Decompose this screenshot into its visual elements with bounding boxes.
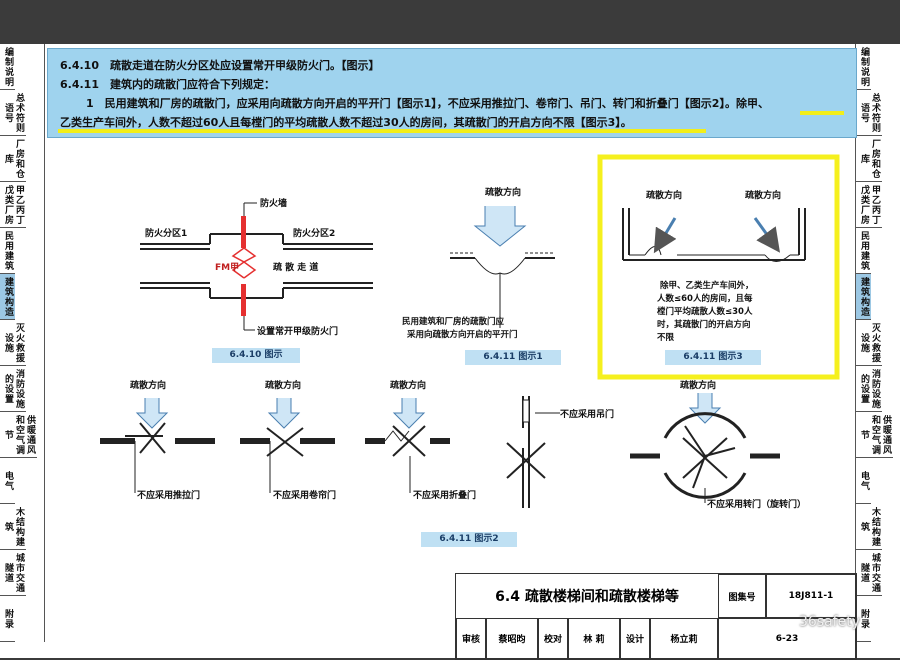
fig3-note-2: 人数≤60人的房间，且每 — [657, 294, 753, 304]
title-block: 6.4 疏散楼梯间和疏散楼梯等 图集号 18J811-1 审核 蔡昭昀 校对 林… — [455, 573, 857, 660]
highlight-underline-short — [800, 111, 844, 115]
fig-6-4-10-drawing — [140, 202, 373, 331]
firewall-label: 防火墙 — [260, 199, 288, 209]
no-folding-door-label: 不应采用折叠门 — [413, 491, 477, 501]
design-label: 设计 — [620, 618, 650, 659]
zone2-label: 防火分区2 — [293, 229, 336, 239]
corridor-label: 疏 散 走 道 — [273, 263, 319, 273]
fig3-direction-left: 疏散方向 — [646, 191, 683, 201]
watermark-logo: 36safety — [798, 614, 860, 630]
tab-1[interactable]: 总术符则语号 — [856, 90, 882, 136]
left-tab-column: 编制说明总术符则语号厂房和仓库甲乙丙丁戊类厂房民用建筑建筑构造灭火救援设施消防设… — [0, 44, 45, 642]
tab-2[interactable]: 厂房和仓库 — [0, 136, 26, 182]
zone1-label: 防火分区1 — [145, 229, 188, 239]
tab-3[interactable]: 甲乙丙丁戊类厂房 — [856, 182, 882, 228]
tab-8[interactable]: 供暖通风和空气调节 — [0, 412, 37, 458]
tab-11[interactable]: 城市交通隧道 — [0, 550, 26, 596]
fig4-dir-3: 疏散方向 — [390, 381, 427, 391]
clause-6-4-11-item1: 1 民用建筑和厂房的疏散门，应采用向疏散方向开启的平开门【图示1】，不应采用推拉… — [86, 97, 769, 110]
drawing-title: 6.4 疏散楼梯间和疏散楼梯等 — [456, 574, 719, 619]
tab-5[interactable]: 建筑构造 — [856, 274, 871, 320]
fig3-note-1: 除甲、乙类生产车间外， — [660, 281, 754, 291]
reviewer-name: 蔡昭昀 — [486, 618, 538, 659]
tab-10[interactable]: 木结构建筑 — [0, 504, 26, 550]
atlas-no: 18J811-1 — [766, 574, 856, 618]
checker-name: 林 莉 — [568, 618, 620, 659]
fig2-note-2: 采用向疏散方向开启的平开门 — [407, 330, 518, 340]
tab-10[interactable]: 木结构建筑 — [856, 504, 882, 550]
no-revolving-door-label: 不应采用转门（旋转门） — [707, 500, 807, 510]
review-label: 审核 — [456, 618, 486, 659]
fig-6-4-11-2-caption: 6.4.11 图示2 — [421, 532, 517, 547]
no-sliding-door-label: 不应采用推拉门 — [137, 491, 201, 501]
fig-3-highlight-frame — [597, 154, 840, 380]
fig-6-4-11-2-drawing — [100, 393, 780, 508]
tab-7[interactable]: 消防设施的设置 — [0, 366, 26, 412]
fig3-direction-right: 疏散方向 — [745, 191, 782, 201]
fig2-note-1: 民用建筑和厂房的疏散门应 — [402, 317, 505, 327]
tab-12[interactable]: 附录 — [856, 596, 871, 642]
fig3-note-3: 樘门平均疏散人数≤30人 — [657, 307, 753, 317]
fm-label: FM甲 — [215, 263, 240, 273]
tab-11[interactable]: 城市交通隧道 — [856, 550, 882, 596]
fig-6-4-11-3-drawing — [622, 208, 806, 262]
clause-text-box: 6.4.10 疏散走道在防火分区处应设置常开甲级防火门。【图示】 6.4.11 … — [47, 48, 857, 138]
drawings-svg — [100, 154, 840, 508]
tab-4[interactable]: 民用建筑 — [856, 228, 871, 274]
tab-6[interactable]: 灭火救援设施 — [0, 320, 26, 366]
fig-6-4-11-1-drawing — [450, 206, 555, 328]
tab-1[interactable]: 总术符则语号 — [0, 90, 26, 136]
drawing-sheet: 编制说明总术符则语号厂房和仓库甲乙丙丁戊类厂房民用建筑建筑构造灭火救援设施消防设… — [0, 44, 900, 660]
tab-7[interactable]: 消防设施的设置 — [856, 366, 882, 412]
atlas-no-label: 图集号 — [718, 574, 766, 618]
highlight-underline — [58, 129, 706, 133]
right-tab-column: 编制说明总术符则语号厂房和仓库甲乙丙丁戊类厂房民用建筑建筑构造灭火救援设施消防设… — [855, 44, 900, 642]
tab-9[interactable]: 电气 — [856, 458, 871, 504]
tab-5[interactable]: 建筑构造 — [0, 274, 15, 320]
tab-8[interactable]: 供暖通风和空气调节 — [856, 412, 893, 458]
no-hanging-door-label: 不应采用吊门 — [560, 410, 615, 420]
no-rolling-door-label: 不应采用卷帘门 — [273, 491, 337, 501]
clause-6-4-10: 6.4.10 疏散走道在防火分区处应设置常开甲级防火门。【图示】 — [60, 59, 380, 72]
fig4-dir-2: 疏散方向 — [265, 381, 302, 391]
fig1-note: 设置常开甲级防火门 — [257, 327, 339, 337]
fig4-dir-1: 疏散方向 — [130, 381, 167, 391]
tab-3[interactable]: 甲乙丙丁戊类厂房 — [0, 182, 26, 228]
fig3-note-4: 时，其疏散门的开启方向 — [657, 320, 751, 330]
check-label: 校对 — [538, 618, 568, 659]
fig-6-4-10-caption: 6.4.10 图示 — [212, 348, 300, 363]
clause-6-4-11-item1-cont: 乙类生产车间外，人数不超过60人且每樘门的平均疏散人数不超过30人的房间，其疏散… — [60, 116, 632, 129]
designer-name: 杨立莉 — [650, 618, 718, 659]
fig-6-4-11-1-caption: 6.4.11 图示1 — [465, 350, 561, 365]
tab-0[interactable]: 编制说明 — [0, 44, 15, 90]
clause-6-4-11: 6.4.11 建筑内的疏散门应符合下列规定： — [60, 78, 275, 91]
tab-9[interactable]: 电气 — [0, 458, 15, 504]
tab-0[interactable]: 编制说明 — [856, 44, 871, 90]
fig2-direction-label: 疏散方向 — [485, 188, 522, 198]
drawing-content: 6.4.10 疏散走道在防火分区处应设置常开甲级防火门。【图示】 6.4.11 … — [45, 48, 857, 660]
fig4-dir-4: 疏散方向 — [680, 381, 717, 391]
tab-12[interactable]: 附录 — [0, 596, 15, 642]
fig3-note-5: 不限 — [657, 333, 675, 343]
fig-6-4-11-3-caption: 6.4.11 图示3 — [665, 350, 761, 365]
tab-6[interactable]: 灭火救援设施 — [856, 320, 882, 366]
tab-2[interactable]: 厂房和仓库 — [856, 136, 882, 182]
tab-4[interactable]: 民用建筑 — [0, 228, 15, 274]
